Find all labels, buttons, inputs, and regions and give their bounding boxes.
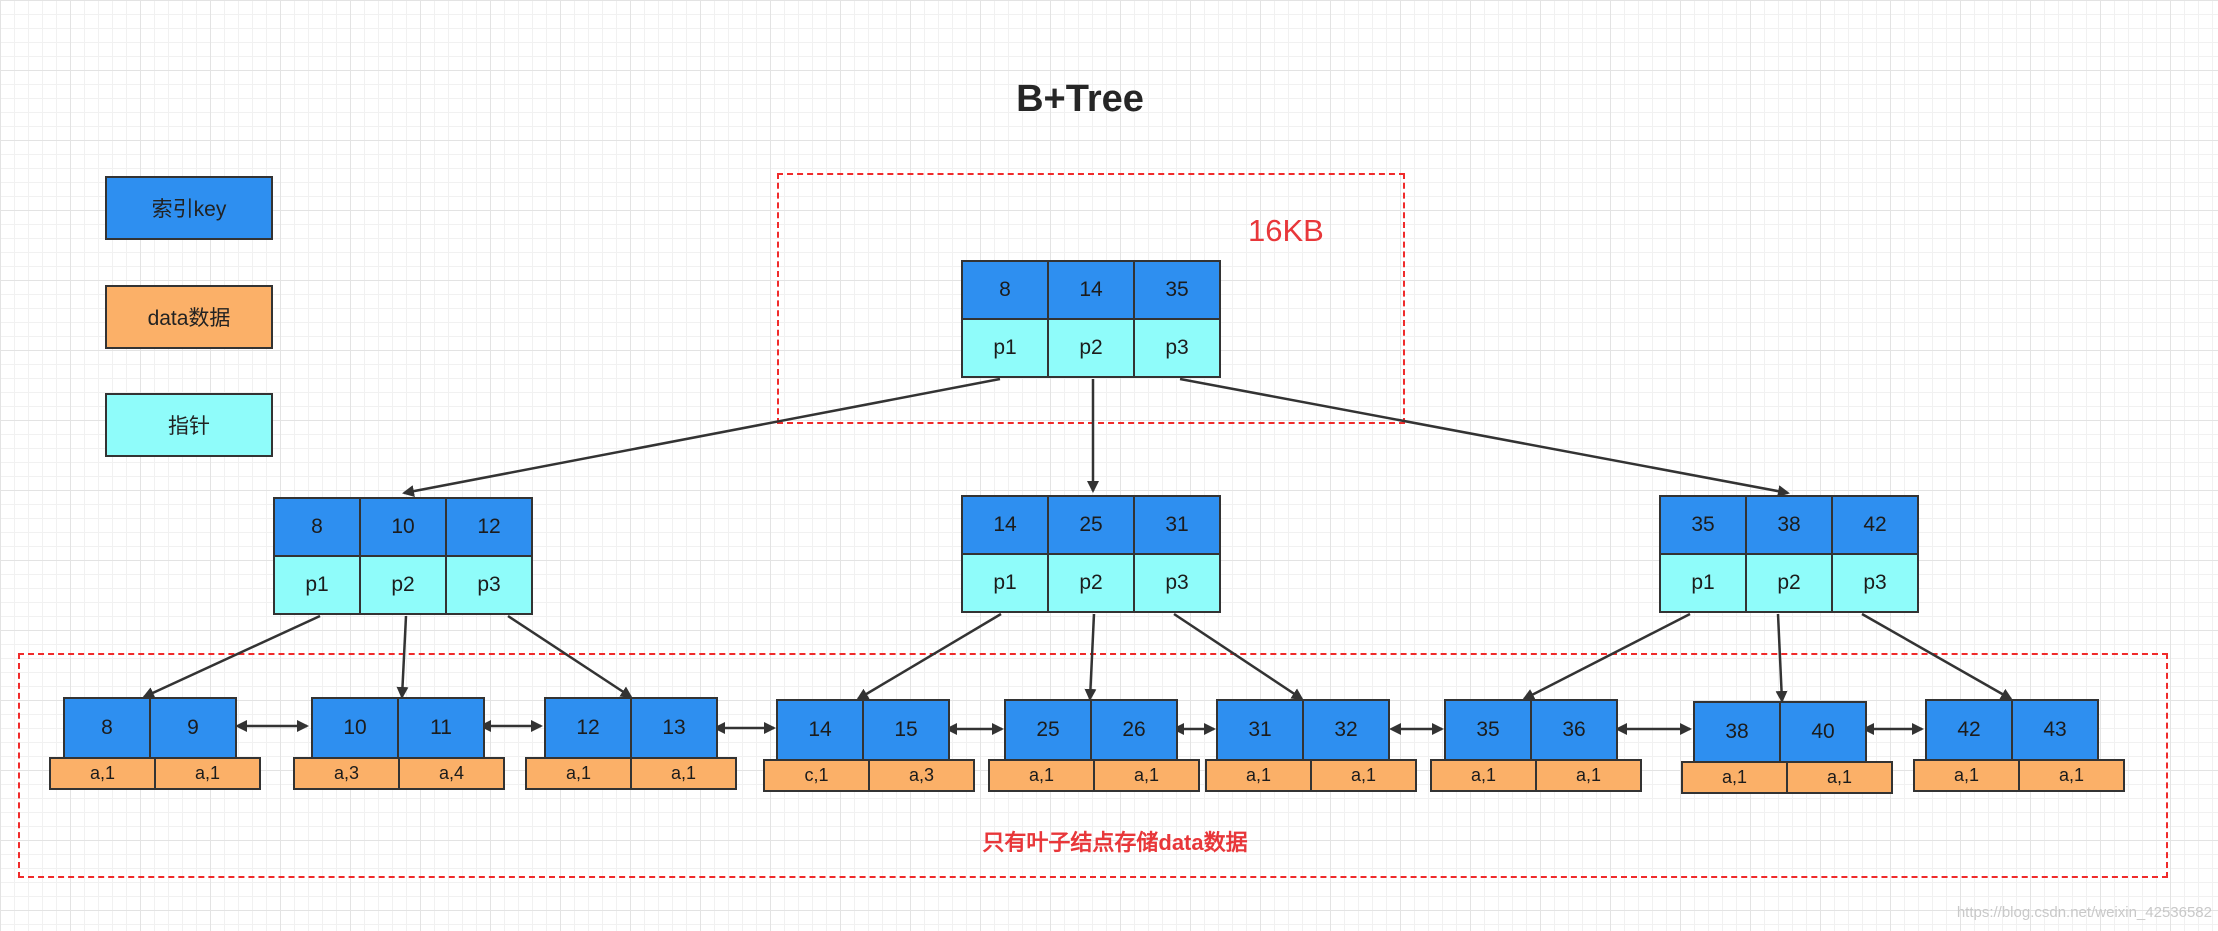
internal-pointer: p3 — [1133, 553, 1221, 613]
leaf-node-2: 10 11 a,3 a,4 — [293, 697, 505, 790]
leaf-key: 12 — [544, 697, 632, 759]
leaf-data: a,3 — [868, 759, 975, 792]
leaf-key: 43 — [2011, 699, 2099, 761]
leaf-node-3: 12 13 a,1 a,1 — [525, 697, 737, 790]
internal-key: 35 — [1659, 495, 1747, 555]
internal-key: 38 — [1745, 495, 1833, 555]
edge-i3-p1 — [1522, 612, 1691, 701]
root-page-box — [777, 173, 1405, 424]
edge-i1-p1 — [142, 614, 321, 699]
leaf-data: a,1 — [630, 757, 737, 790]
edge-i1-p3 — [507, 614, 633, 699]
leaf-data: c,1 — [763, 759, 870, 792]
leaf-data: a,1 — [988, 759, 1095, 792]
internal-key: 14 — [961, 495, 1049, 555]
leaf-key: 9 — [149, 697, 237, 759]
internal-key: 31 — [1133, 495, 1221, 555]
internal-pointer: p3 — [445, 555, 533, 615]
leaf-data: a,1 — [1681, 761, 1788, 794]
root-pointer: p1 — [961, 318, 1049, 378]
legend-key: 索引key — [105, 176, 273, 240]
leaf-data: a,1 — [154, 757, 261, 790]
diagram-title: B+Tree — [1016, 78, 1144, 120]
legend-data: data数据 — [105, 285, 273, 349]
edge-i2-p1 — [856, 612, 1002, 701]
edge-root-p1 — [402, 377, 1001, 498]
leaf-key: 40 — [1779, 701, 1867, 763]
leaf-node-4: 14 15 c,1 a,3 — [763, 699, 975, 792]
internal-pointer: p1 — [961, 553, 1049, 613]
internal-key: 42 — [1831, 495, 1919, 555]
leaf-node-6: 31 32 a,1 a,1 — [1205, 699, 1417, 792]
internal-pointer: p2 — [1047, 553, 1135, 613]
edge-i1-p2 — [396, 615, 409, 699]
internal-node-2: 14 25 31 p1 p2 p3 — [961, 495, 1221, 613]
leaf-data: a,1 — [1535, 759, 1642, 792]
internal-node-1: 8 10 12 p1 p2 p3 — [273, 497, 533, 615]
legend-pointer: 指针 — [105, 393, 273, 457]
internal-key: 10 — [359, 497, 447, 557]
leaf-key: 36 — [1530, 699, 1618, 761]
edge-i3-p2 — [1775, 613, 1788, 703]
root-key: 14 — [1047, 260, 1135, 320]
leaf-key: 31 — [1216, 699, 1304, 761]
leaf-key: 25 — [1004, 699, 1092, 761]
root-pointer: p2 — [1047, 318, 1135, 378]
leaf-data: a,4 — [398, 757, 505, 790]
leaf-data: a,1 — [1205, 759, 1312, 792]
leaf-data: a,1 — [1093, 759, 1200, 792]
leaf-node-9: 42 43 a,1 a,1 — [1913, 699, 2125, 792]
internal-key: 12 — [445, 497, 533, 557]
leaf-data: a,1 — [525, 757, 632, 790]
leaf-data: a,3 — [293, 757, 400, 790]
internal-pointer: p1 — [1659, 553, 1747, 613]
watermark-text: https://blog.csdn.net/weixin_42536582 — [1956, 904, 2212, 921]
leaf-key: 42 — [1925, 699, 2013, 761]
leaf-data: a,1 — [49, 757, 156, 790]
leaf-key: 14 — [776, 699, 864, 761]
internal-pointer: p3 — [1831, 553, 1919, 613]
leaf-key: 11 — [397, 697, 485, 759]
internal-pointer: p2 — [1745, 553, 1833, 613]
root-key: 8 — [961, 260, 1049, 320]
leaf-key: 15 — [862, 699, 950, 761]
leaf-data: a,1 — [1786, 761, 1893, 794]
root-pointer: p3 — [1133, 318, 1221, 378]
edge-i2-p3 — [1173, 612, 1304, 701]
leaf-note: 只有叶子结点存储data数据 — [982, 830, 1248, 855]
edge-root-p3 — [1179, 377, 1790, 498]
internal-key: 8 — [273, 497, 361, 557]
root-key: 35 — [1133, 260, 1221, 320]
leaf-key: 35 — [1444, 699, 1532, 761]
leaf-data: a,1 — [1430, 759, 1537, 792]
internal-pointer: p1 — [273, 555, 361, 615]
leaf-key: 13 — [630, 697, 718, 759]
leaf-data: a,1 — [2018, 759, 2125, 792]
leaf-key: 26 — [1090, 699, 1178, 761]
edge-i2-p2 — [1084, 613, 1097, 701]
root-node: 8 14 35 p1 p2 p3 — [961, 260, 1221, 378]
leaf-key: 10 — [311, 697, 399, 759]
leaf-data: a,1 — [1913, 759, 2020, 792]
leaf-data: a,1 — [1310, 759, 1417, 792]
leaf-key: 8 — [63, 697, 151, 759]
page-size-label: 16KB — [1248, 213, 1324, 248]
internal-pointer: p2 — [359, 555, 447, 615]
internal-node-3: 35 38 42 p1 p2 p3 — [1659, 495, 1919, 613]
leaf-node-8: 38 40 a,1 a,1 — [1681, 701, 1893, 794]
leaf-key: 32 — [1302, 699, 1390, 761]
leaf-key: 38 — [1693, 701, 1781, 763]
edge-i3-p3 — [1861, 612, 2013, 701]
leaf-node-7: 35 36 a,1 a,1 — [1430, 699, 1642, 792]
internal-key: 25 — [1047, 495, 1135, 555]
leaf-node-1: 8 9 a,1 a,1 — [49, 697, 261, 790]
leaf-node-5: 25 26 a,1 a,1 — [988, 699, 1200, 792]
